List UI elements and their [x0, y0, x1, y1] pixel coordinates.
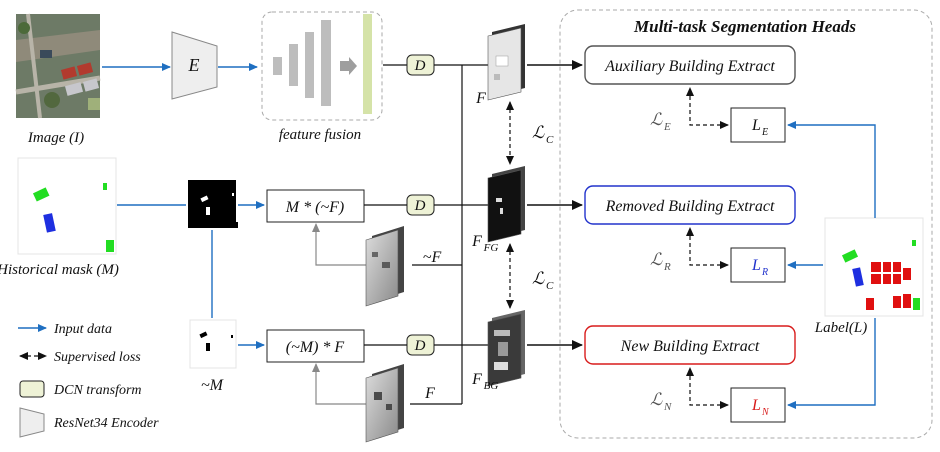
not-mask-label: ~M [201, 377, 225, 394]
legend-dcn-swatch [19, 380, 45, 398]
svg-text:L: L [751, 397, 761, 414]
svg-text:FG: FG [483, 242, 499, 254]
feature-map-bg [487, 310, 525, 387]
removed-head: Removed Building Extract [584, 185, 796, 225]
not-f-feature-stack [365, 226, 404, 307]
feature-map-fg [487, 166, 525, 243]
label-image [824, 217, 924, 317]
svg-text:ℒ: ℒ [650, 250, 663, 269]
svg-text:ℒ: ℒ [532, 123, 545, 142]
lc-bottom-label: ℒ C [532, 269, 554, 292]
svg-text:N: N [761, 407, 770, 418]
auxiliary-head: Auxiliary Building Extract [584, 45, 796, 85]
svg-text:ℒ: ℒ [650, 390, 663, 409]
legend-dcn-label: DCN transform [53, 383, 142, 398]
mask-feature-block [188, 180, 238, 228]
dcn-middle: D [406, 194, 435, 216]
dcn-bottom: D [406, 334, 435, 356]
feature-map-f [487, 24, 525, 101]
svg-text:E: E [663, 121, 671, 133]
f-feature-stack [365, 364, 404, 443]
f-label: F [424, 385, 435, 402]
feature-f-bg-label: F BG [471, 371, 498, 392]
svg-text:C: C [546, 134, 554, 146]
svg-text:D: D [414, 58, 426, 74]
svg-text:ℒ: ℒ [532, 269, 545, 288]
svg-text:ℒ: ℒ [650, 110, 663, 129]
lc-top-label: ℒ C [532, 123, 554, 146]
input-image [15, 13, 101, 119]
svg-text:Auxiliary Building Extract: Auxiliary Building Extract [604, 58, 775, 75]
target-le-box: L E [730, 107, 786, 143]
multitask-panel [559, 9, 933, 439]
mask-label: Historical mask (M) [0, 262, 119, 278]
svg-text:L: L [751, 117, 761, 134]
encoder-block: E [171, 31, 218, 100]
svg-text:L: L [751, 257, 761, 274]
lr-loss-label: ℒ R [650, 250, 671, 273]
dcn-top: D [406, 54, 435, 76]
svg-text:F: F [471, 233, 482, 250]
target-lr-box: L R [730, 247, 786, 283]
svg-text:D: D [414, 338, 426, 354]
svg-text:New Building Extract: New Building Extract [620, 338, 760, 355]
le-loss-label: ℒ E [650, 110, 671, 133]
svg-text:D: D [414, 198, 426, 214]
svg-text:(~M) * F: (~M) * F [286, 339, 345, 356]
historical-mask [17, 157, 117, 255]
svg-text:R: R [663, 261, 671, 273]
svg-text:F: F [471, 371, 482, 388]
panel-title: Multi-task Segmentation Heads [633, 17, 856, 36]
not-mask-block [189, 319, 237, 369]
feature-f-label: F [475, 90, 486, 107]
legend: Input data Supervised loss DCN transform… [18, 322, 159, 438]
ln-loss-label: ℒ N [650, 390, 672, 413]
legend-encoder-swatch [19, 407, 45, 438]
label-caption: Label(L) [814, 320, 868, 336]
op-bg-box: (~M) * F [266, 329, 365, 363]
new-head: New Building Extract [584, 325, 796, 365]
legend-supervised-label: Supervised loss [54, 350, 141, 365]
legend-encoder-label: ResNet34 Encoder [53, 416, 159, 431]
svg-text:N: N [663, 401, 672, 413]
target-ln-box: L N [730, 387, 786, 423]
not-f-label: ~F [423, 249, 442, 266]
image-label: Image (I) [27, 130, 84, 146]
op-fg-box: M * (~F) [266, 189, 365, 223]
fusion-label: feature fusion [279, 127, 361, 143]
svg-text:M * (~F): M * (~F) [285, 199, 344, 216]
legend-input-label: Input data [53, 322, 112, 337]
svg-text:E: E [761, 127, 768, 138]
svg-text:BG: BG [484, 380, 499, 392]
svg-text:C: C [546, 280, 554, 292]
encoder-label: E [188, 55, 200, 75]
svg-text:R: R [761, 267, 768, 278]
feature-f-fg-label: F FG [471, 233, 498, 254]
svg-text:Removed Building Extract: Removed Building Extract [605, 198, 775, 215]
feature-fusion-block [261, 11, 383, 121]
